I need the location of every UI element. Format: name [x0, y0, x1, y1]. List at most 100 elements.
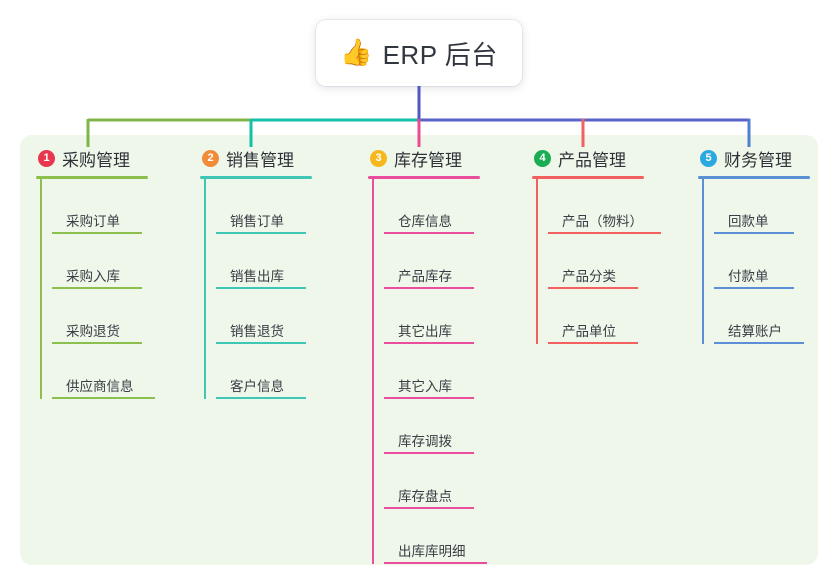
list-item[interactable]: 其它入库	[380, 344, 518, 399]
list-item[interactable]: 其它出库	[380, 289, 518, 344]
branch-items-5: 回款单 付款单 结算账户	[698, 179, 839, 344]
list-item[interactable]: 供应商信息	[48, 344, 186, 399]
branch-column-3: 3 库存管理 仓库信息 产品库存 其它出库 其它入库 库存调拨	[368, 145, 518, 564]
branch-spine-4	[536, 179, 538, 344]
branch-rule-1	[36, 176, 148, 179]
item-rule	[714, 287, 794, 289]
branch-items-4: 产品（物料） 产品分类 产品单位	[532, 179, 692, 344]
diagram-card	[20, 135, 818, 565]
item-rule	[216, 287, 306, 289]
list-item[interactable]: 销售出库	[212, 234, 350, 289]
item-rule	[52, 342, 142, 344]
list-item[interactable]: 采购退货	[48, 289, 186, 344]
branch-rule-2	[200, 176, 312, 179]
list-item[interactable]: 采购订单	[48, 179, 186, 234]
list-item[interactable]: 回款单	[710, 179, 839, 234]
list-item[interactable]: 产品单位	[544, 289, 692, 344]
branch-rule-3	[368, 176, 480, 179]
root-node-label: ERP 后台	[382, 39, 498, 70]
branch-column-5: 5 财务管理 回款单 付款单 结算账户	[698, 145, 839, 344]
item-rule	[384, 397, 474, 399]
item-label: 回款单	[728, 214, 769, 229]
branch-title-2: 销售管理	[226, 150, 294, 170]
branch-badge-2: 2	[202, 149, 219, 167]
thumbs-up-icon: 👍	[340, 37, 373, 67]
item-label: 其它出库	[398, 324, 452, 339]
branch-spine-5	[702, 179, 704, 344]
item-label: 采购订单	[66, 214, 120, 229]
branch-badge-5: 5	[700, 149, 717, 167]
item-label: 销售退货	[230, 324, 284, 339]
branch-header-4[interactable]: 4 产品管理	[532, 145, 692, 171]
branch-column-4: 4 产品管理 产品（物料） 产品分类 产品单位	[532, 145, 692, 344]
list-item[interactable]: 产品库存	[380, 234, 518, 289]
branch-column-2: 2 销售管理 销售订单 销售出库 销售退货 客户信息	[200, 145, 350, 399]
item-label: 销售订单	[230, 214, 284, 229]
item-label: 产品（物料）	[562, 214, 643, 229]
branch-column-1: 1 采购管理 采购订单 采购入库 采购退货 供应商信息	[36, 145, 186, 399]
item-label: 采购退货	[66, 324, 120, 339]
item-label: 销售出库	[230, 269, 284, 284]
item-label: 采购入库	[66, 269, 120, 284]
list-item[interactable]: 仓库信息	[380, 179, 518, 234]
branch-header-2[interactable]: 2 销售管理	[200, 145, 350, 171]
list-item[interactable]: 库存调拨	[380, 399, 518, 454]
item-label: 付款单	[728, 269, 769, 284]
item-label: 仓库信息	[398, 214, 452, 229]
item-rule	[216, 397, 306, 399]
list-item[interactable]: 销售退货	[212, 289, 350, 344]
list-item[interactable]: 结算账户	[710, 289, 839, 344]
item-label: 产品单位	[562, 324, 616, 339]
list-item[interactable]: 出库库明细	[380, 509, 518, 564]
item-rule	[548, 287, 638, 289]
branch-title-1: 采购管理	[62, 150, 130, 170]
branch-rule-5	[698, 176, 810, 179]
branch-items-2: 销售订单 销售出库 销售退货 客户信息	[200, 179, 350, 399]
item-rule	[52, 287, 142, 289]
item-label: 产品库存	[398, 269, 452, 284]
item-label: 客户信息	[230, 379, 284, 394]
list-item[interactable]: 产品分类	[544, 234, 692, 289]
root-node[interactable]: 👍 ERP 后台	[316, 20, 522, 86]
branch-badge-3: 3	[370, 149, 387, 167]
item-rule	[216, 342, 306, 344]
branch-items-3: 仓库信息 产品库存 其它出库 其它入库 库存调拨 库存盘点	[368, 179, 518, 564]
list-item[interactable]: 采购入库	[48, 234, 186, 289]
item-label: 出库库明细	[398, 544, 466, 559]
item-rule	[548, 342, 638, 344]
item-rule	[384, 562, 487, 564]
branch-spine-1	[40, 179, 42, 399]
branch-title-4: 产品管理	[558, 150, 626, 170]
branch-badge-4: 4	[534, 149, 551, 167]
branch-header-5[interactable]: 5 财务管理	[698, 145, 839, 171]
item-rule	[384, 507, 474, 509]
branch-items-1: 采购订单 采购入库 采购退货 供应商信息	[36, 179, 186, 399]
branch-rule-4	[532, 176, 644, 179]
item-rule	[384, 452, 474, 454]
item-rule	[384, 342, 474, 344]
item-rule	[714, 232, 794, 234]
item-label: 结算账户	[728, 324, 782, 339]
branch-spine-2	[204, 179, 206, 399]
branch-header-1[interactable]: 1 采购管理	[36, 145, 186, 171]
item-rule	[216, 232, 306, 234]
branch-title-5: 财务管理	[724, 150, 792, 170]
list-item[interactable]: 库存盘点	[380, 454, 518, 509]
list-item[interactable]: 付款单	[710, 234, 839, 289]
list-item[interactable]: 产品（物料）	[544, 179, 692, 234]
branch-spine-3	[372, 179, 374, 564]
branch-title-3: 库存管理	[394, 150, 462, 170]
item-rule	[714, 342, 804, 344]
item-rule	[548, 232, 661, 234]
list-item[interactable]: 客户信息	[212, 344, 350, 399]
branch-header-3[interactable]: 3 库存管理	[368, 145, 518, 171]
item-label: 库存调拨	[398, 434, 452, 449]
item-label: 供应商信息	[66, 379, 134, 394]
list-item[interactable]: 销售订单	[212, 179, 350, 234]
item-label: 库存盘点	[398, 489, 452, 504]
item-label: 产品分类	[562, 269, 616, 284]
item-label: 其它入库	[398, 379, 452, 394]
item-rule	[52, 397, 155, 399]
item-rule	[52, 232, 142, 234]
